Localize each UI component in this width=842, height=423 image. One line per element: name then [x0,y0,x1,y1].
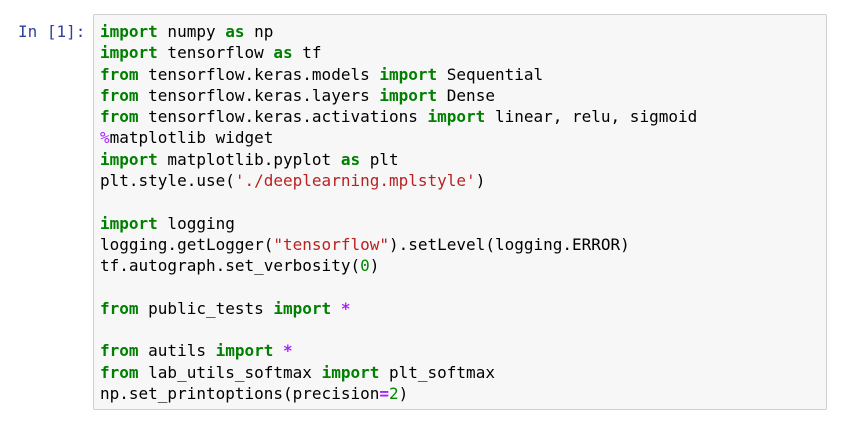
code-token: plt [360,149,399,169]
code-token: tensorflow [157,43,274,63]
code-line: import tensorflow as tf [100,42,697,63]
code-line: from tensorflow.keras.models import Sequ… [100,64,697,85]
code-token: from [100,298,139,318]
code-token: from [100,85,139,105]
code-token: as [225,22,245,41]
code-token: import [427,107,486,127]
input-prompt: In [1]: [18,22,86,41]
code-line: from public_tests import * [100,298,697,319]
code-token: tensorflow.keras.activations [138,107,428,127]
code-token: from [100,107,139,127]
code-token: Dense [437,85,495,105]
code-token: * [340,298,351,318]
code-line: plt.style.use('./deeplearning.mplstyle') [100,170,697,191]
code-token: as [273,43,293,63]
code-line: logging.getLogger("tensorflow").setLevel… [100,234,697,255]
code-token: import [100,149,158,169]
code-token: = [379,384,389,404]
code-token: tensorflow.keras.models [138,64,380,84]
code-line: from tensorflow.keras.activations import… [100,106,697,127]
code-token: Sequential [437,64,544,84]
code-token: np [244,22,274,41]
code-token: tf [292,43,322,63]
code-line [100,277,697,298]
code-token: import [100,22,158,41]
code-token: tf.autograph.set_verbosity( [100,256,361,276]
code-line: import matplotlib.pyplot as plt [100,149,697,170]
code-line: from lab_utils_softmax import plt_softma… [100,362,697,383]
code-token: matplotlib.pyplot [157,149,341,169]
code-token: logging.getLogger( [100,234,274,254]
code-line: from tensorflow.keras.layers import Dens… [100,85,697,106]
code-token: linear, relu, sigmoid [485,107,698,127]
code-token: from [100,362,139,382]
code-line [100,191,697,212]
code-token: import [100,213,158,233]
code-token: import [379,64,438,84]
code-token: public_tests [138,298,274,318]
code-token: * [283,341,293,361]
code-token: as [340,149,361,169]
code-token: './deeplearning.mplstyle' [234,171,476,191]
code-token: numpy [157,22,226,41]
code-token: from [100,341,139,361]
code-token: ) [475,171,486,191]
code-line: import logging [100,213,697,234]
code-token: ).setLevel(logging.ERROR) [388,234,630,254]
code-token: plt_softmax [379,362,495,382]
code-token: 2 [389,384,399,404]
code-line: import numpy as np [100,21,697,42]
code-token [331,299,341,318]
code-line: tf.autograph.set_verbosity(0) [100,255,697,276]
code-token: import [215,341,274,361]
code-line: from autils import * [100,340,697,361]
code-token: plt.style.use( [100,171,235,191]
code-token: logging [157,213,235,233]
code-token: lab_utils_softmax [138,362,322,382]
code-line: %matplotlib widget [100,127,697,148]
code-line [100,319,697,340]
code-token: import [273,298,332,318]
code-token: matplotlib widget [109,128,274,148]
code-token: ) [369,256,380,276]
code-token: import [379,85,438,105]
code-line: np.set_printoptions(precision=2) [100,383,697,404]
code-token: "tensorflow" [273,234,389,254]
code-token: import [100,43,158,63]
code-token: autils [138,341,216,361]
code-token: 0 [360,256,370,276]
code-token: % [100,128,110,148]
code-token [273,341,283,360]
code-token: from [100,64,139,84]
code-token: np.set_printoptions(precision [100,384,380,404]
code-token: ) [398,384,409,404]
code-token: tensorflow.keras.layers [138,85,380,105]
code-token: import [321,362,380,382]
